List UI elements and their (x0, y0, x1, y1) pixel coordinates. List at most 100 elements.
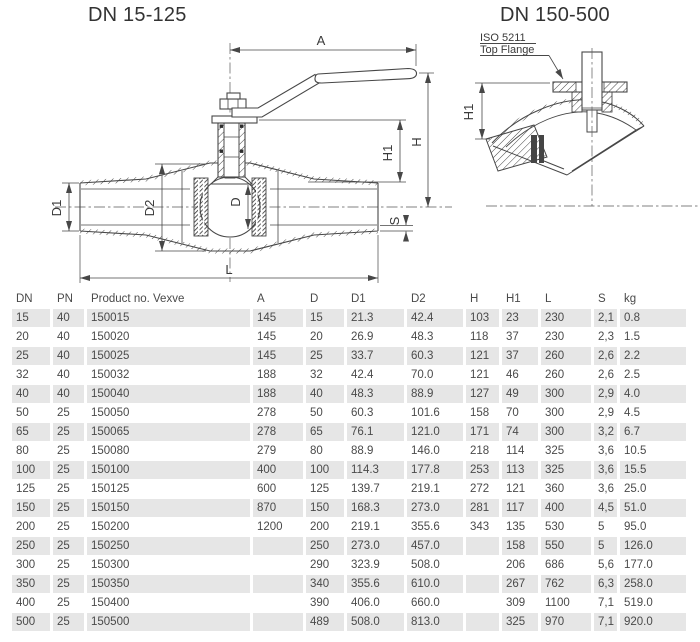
table-cell: 32 (310, 369, 323, 381)
table-cell: 150025 (87, 347, 250, 365)
column-header: D2 (411, 292, 426, 305)
table-cell: 2,3 (598, 331, 614, 343)
table-cell: 309 (506, 597, 526, 609)
table-cell: 3,6 (598, 445, 614, 457)
table-cell: 610.0 (407, 575, 463, 593)
column-header: L (545, 292, 552, 305)
table-cell: 2.5 (624, 369, 640, 381)
table-cell: 150040 (87, 385, 250, 403)
table-cell: 48.3 (347, 385, 404, 403)
table-cell: 121.0 (407, 423, 463, 441)
table-cell: 25 (53, 613, 84, 631)
table-cell: 278 (257, 407, 277, 419)
stem-assembly (210, 92, 258, 185)
table-cell: 813.0 (407, 613, 463, 631)
note-line1: ISO 5211 (480, 32, 526, 44)
table-cell: 278 (253, 423, 303, 441)
table-cell: 188 (257, 369, 277, 381)
table-cell: 250 (12, 537, 50, 555)
table-cell: 25 (57, 597, 70, 609)
table-cell: 51.0 (620, 499, 686, 517)
table-cell: 70 (506, 407, 519, 419)
table-cell (253, 556, 303, 574)
table-cell: 88.9 (407, 385, 463, 403)
table-cell: 150100 (87, 461, 250, 479)
table-cell: 139.7 (351, 483, 380, 495)
table-cell: 870 (253, 499, 303, 517)
table-cell: 489 (306, 613, 344, 631)
table-cell: 100 (12, 461, 50, 479)
table-cell: 15 (306, 309, 344, 327)
table-cell: 500 (12, 613, 50, 631)
table-cell: 230 (541, 309, 591, 327)
table-cell: 88.9 (351, 445, 374, 457)
table-cell: 230 (545, 331, 565, 343)
table-cell: 125 (16, 483, 36, 495)
table-cell: 457.0 (407, 537, 463, 555)
table-cell: 20 (310, 331, 323, 343)
table-cell: 600 (257, 483, 277, 495)
table-cell: 660.0 (411, 597, 440, 609)
table-cell: 46 (506, 369, 519, 381)
column-header: Product no. Vexve (91, 292, 185, 305)
table-cell: 279 (257, 445, 277, 457)
table-cell: 145 (253, 309, 303, 327)
table-cell: 150 (12, 499, 50, 517)
table-cell: 219.1 (411, 483, 440, 495)
table-cell: 65 (12, 423, 50, 441)
table-cell: 300 (541, 423, 591, 441)
table-cell: 530 (545, 521, 565, 533)
table-cell: 323.9 (351, 559, 380, 571)
table-cell: 158 (502, 537, 538, 555)
table-cell: 150125 (91, 483, 130, 495)
diagram-title-right: DN 150-500 (500, 4, 610, 26)
dim-label-a: A (317, 33, 326, 48)
table-cell: 40 (53, 309, 84, 327)
column-header: DN (16, 292, 33, 305)
table-cell: 150150 (87, 499, 250, 517)
table-cell: 2,6 (594, 347, 617, 365)
valve-drawing-dn15-125: A H H1 D1 D2 D L S (49, 33, 452, 283)
table-cell: 400 (16, 597, 36, 609)
table-cell: 23 (502, 309, 538, 327)
table-cell: 150200 (91, 521, 130, 533)
table-cell: 25 (53, 499, 84, 517)
column-header: D (310, 292, 319, 305)
table-cell (466, 556, 499, 574)
table-cell: 121 (506, 483, 526, 495)
dim-label-d: D (228, 197, 243, 206)
table-cell: 200 (16, 521, 36, 533)
table-cell: 95.0 (624, 521, 647, 533)
table-cell: 114 (506, 445, 525, 457)
dimension-labels: A H H1 D1 D2 D L S (49, 33, 424, 277)
table-cell: 117 (502, 499, 538, 517)
table-cell: 7,1 (598, 597, 614, 609)
table-cell: 150050 (91, 407, 130, 419)
table-cell: 150400 (91, 597, 130, 609)
table-cell: 32 (16, 369, 29, 381)
dimension-lines (62, 44, 434, 283)
table-cell: 101.6 (411, 407, 440, 419)
dim-label-d1: D1 (49, 200, 64, 217)
table-cell: 290 (310, 559, 330, 571)
table-cell (253, 613, 303, 631)
table-cell: 4.0 (620, 385, 686, 403)
table-cell: 390 (310, 597, 330, 609)
table-cell: 40 (306, 385, 344, 403)
table-cell (253, 537, 303, 555)
table-cell: 127 (466, 385, 499, 403)
dim-label-h: H (409, 137, 424, 146)
column-header: kg (624, 292, 637, 305)
table-cell: 300 (545, 407, 565, 419)
table-cell: 219.1 (351, 521, 380, 533)
table-cell (253, 575, 303, 593)
dim-label-h1: H1 (380, 145, 395, 162)
table-cell: 150500 (87, 613, 250, 631)
table-cell: 25 (12, 347, 50, 365)
